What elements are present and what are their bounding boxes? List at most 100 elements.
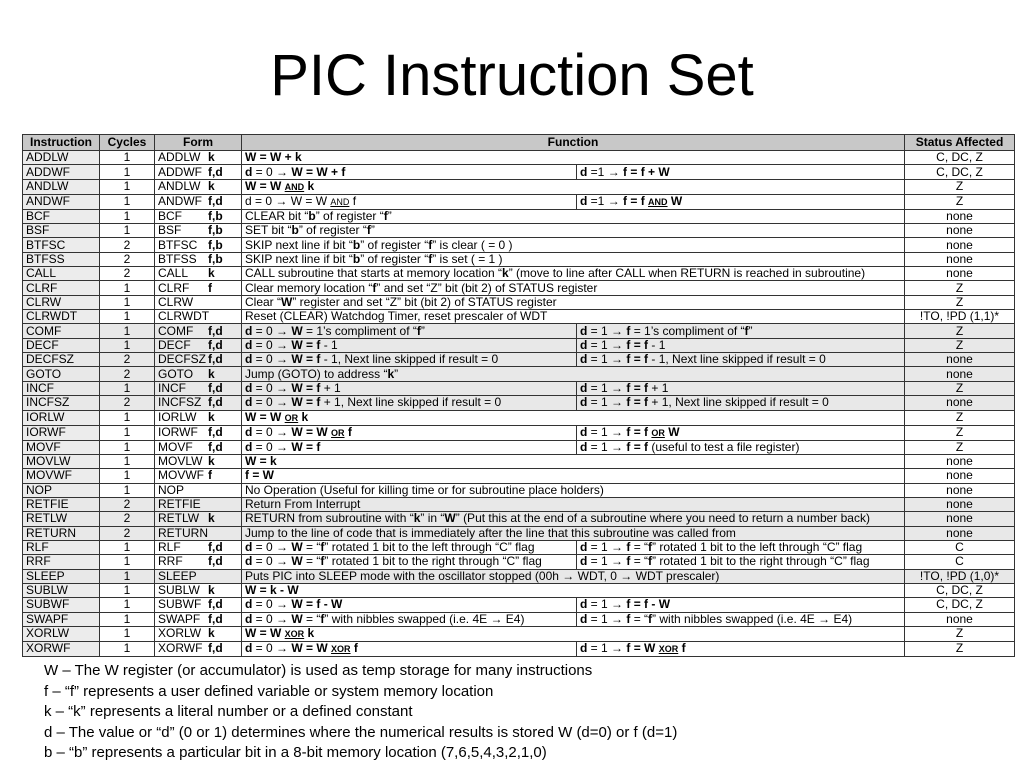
cell-function-d1: d = 1 → f = f + 1, Next line skipped if … bbox=[576, 395, 905, 411]
cell-instruction: DECF bbox=[22, 337, 100, 354]
form-args: k bbox=[208, 511, 215, 526]
form-opcode: CLRF bbox=[158, 280, 190, 295]
form-opcode: SUBLW bbox=[158, 583, 200, 598]
header-cycles: Cycles bbox=[99, 134, 155, 151]
cell-function: W = W + k bbox=[241, 149, 905, 166]
cell-form: CLRF f bbox=[154, 280, 242, 296]
cell-status: none bbox=[904, 611, 1015, 627]
form-opcode: GOTO bbox=[158, 366, 194, 381]
cell-status: Z bbox=[904, 380, 1015, 397]
cell-status: C, DC, Z bbox=[904, 597, 1015, 613]
form-args: f,d bbox=[208, 597, 223, 612]
cell-cycles: 1 bbox=[99, 323, 155, 339]
cell-function-d0: d = 0 → W = W + f bbox=[241, 164, 577, 180]
cell-instruction: SUBLW bbox=[22, 582, 100, 599]
form-opcode: MOVF bbox=[158, 440, 193, 454]
cell-instruction: INCF bbox=[22, 380, 100, 397]
cell-status: none bbox=[904, 352, 1015, 368]
form-args: f bbox=[208, 468, 212, 483]
cell-status: Z bbox=[904, 439, 1015, 455]
cell-status: C bbox=[904, 554, 1015, 570]
cell-cycles: 2 bbox=[99, 237, 155, 253]
form-opcode: ANDLW bbox=[158, 179, 201, 194]
cell-instruction: RETURN bbox=[22, 525, 100, 541]
cell-instruction: INCFSZ bbox=[22, 395, 100, 411]
cell-function: Clear “W” register and set “Z” bit (bit … bbox=[241, 294, 905, 311]
cell-function: Return From Interrupt bbox=[241, 496, 905, 513]
cell-form: NOP bbox=[154, 482, 242, 498]
form-args: f,d bbox=[208, 395, 223, 410]
cell-cycles: 1 bbox=[99, 568, 155, 584]
cell-form: CLRW bbox=[154, 294, 242, 311]
cell-cycles: 1 bbox=[99, 539, 155, 556]
form-args: k bbox=[208, 366, 215, 381]
cell-instruction: SWAPF bbox=[22, 611, 100, 627]
cell-form: SLEEP bbox=[154, 568, 242, 584]
form-args: k bbox=[208, 583, 215, 598]
form-args: f bbox=[208, 280, 212, 295]
cell-status: Z bbox=[904, 337, 1015, 354]
cell-instruction: IORWF bbox=[22, 424, 100, 441]
cell-status: C bbox=[904, 539, 1015, 556]
form-args: f,b bbox=[208, 252, 223, 266]
form-opcode: SLEEP bbox=[158, 569, 197, 583]
cell-status: none bbox=[904, 395, 1015, 411]
cell-function: CLEAR bit “b” of register “f” bbox=[241, 208, 905, 225]
cell-function-d0: d = 0 → W = f + 1, Next line skipped if … bbox=[241, 395, 577, 411]
cell-instruction: CLRF bbox=[22, 280, 100, 296]
cell-instruction: CLRWDT bbox=[22, 309, 100, 325]
cell-instruction: XORWF bbox=[22, 640, 100, 657]
cell-status: Z bbox=[904, 323, 1015, 339]
cell-instruction: MOVLW bbox=[22, 453, 100, 470]
form-args: f,d bbox=[208, 352, 223, 367]
cell-cycles: 1 bbox=[99, 554, 155, 570]
cell-function-d1: d = 1 → f = W XOR f bbox=[576, 640, 905, 657]
form-opcode: INCFSZ bbox=[158, 395, 202, 410]
cell-instruction: CLRW bbox=[22, 294, 100, 311]
form-args: k bbox=[208, 626, 215, 641]
cell-cycles: 1 bbox=[99, 149, 155, 166]
cell-function-d1: d = 1 → f = f - 1, Next line skipped if … bbox=[576, 352, 905, 368]
cell-status: C, DC, Z bbox=[904, 164, 1015, 180]
form-opcode: IORWF bbox=[158, 425, 198, 439]
cell-function-d1: d = 1 → f = “f” with nibbles swapped (i.… bbox=[576, 611, 905, 627]
cell-function: f = W bbox=[241, 468, 905, 484]
cell-cycles: 2 bbox=[99, 266, 155, 282]
note-line: d – The value or “d” (0 or 1) determines… bbox=[44, 723, 678, 741]
form-opcode: MOVLW bbox=[158, 454, 203, 469]
cell-instruction: RETFIE bbox=[22, 496, 100, 513]
cell-cycles: 2 bbox=[99, 366, 155, 382]
cell-status: !TO, !PD (1,0)* bbox=[904, 568, 1015, 584]
form-args: k bbox=[208, 410, 215, 424]
cell-function-d0: d = 0 → W = “f” rotated 1 bit to the lef… bbox=[241, 539, 577, 556]
cell-cycles: 1 bbox=[99, 424, 155, 441]
cell-cycles: 1 bbox=[99, 482, 155, 498]
cell-function-d0: d = 0 → W = “f” with nibbles swapped (i.… bbox=[241, 611, 577, 627]
form-args: f,d bbox=[208, 425, 223, 439]
cell-function: W = W AND k bbox=[241, 178, 905, 195]
cell-cycles: 1 bbox=[99, 223, 155, 239]
cell-status: none bbox=[904, 511, 1015, 527]
cell-function-d0: d = 0 → W = f + 1 bbox=[241, 380, 577, 397]
cell-form: CLRWDT bbox=[154, 309, 242, 325]
cell-instruction: COMF bbox=[22, 323, 100, 339]
